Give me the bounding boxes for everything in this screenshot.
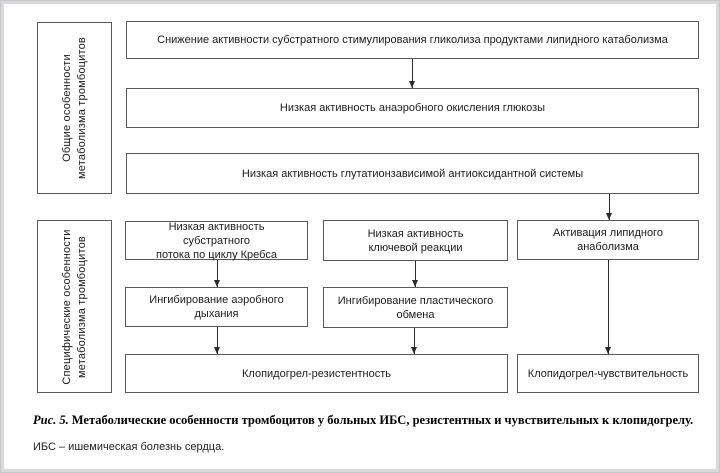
figure-caption-label: Рис. 5. bbox=[33, 413, 69, 427]
node-krebs-cycle-text: Низкая активность субстратного потока по… bbox=[156, 220, 277, 261]
figure-caption: Рис. 5.Метаболические особенности тромбо… bbox=[33, 413, 695, 428]
group-label-general-box: Общие особенности метаболизма тромбоцито… bbox=[37, 22, 112, 194]
arrow-plastic-to-resistance bbox=[411, 328, 417, 354]
node-glutathione-system: Низкая активность глутатионзависимой ант… bbox=[126, 153, 699, 194]
arrow-aerobic-to-resistance bbox=[214, 327, 220, 354]
node-krebs-cycle: Низкая активность субстратного потока по… bbox=[125, 220, 308, 261]
node-plastic-inhibition-text: Ингибирование пластического обмена bbox=[337, 294, 494, 321]
node-lipid-anabolism: Активация липидного анаболизма bbox=[517, 220, 699, 260]
node-aerobic-inhibition-text: Ингибирование аэробного дыхания bbox=[149, 294, 284, 320]
arrow-step3-to-lipid-anabolism bbox=[606, 194, 612, 220]
arrow-keyreaction-to-plastic bbox=[412, 261, 418, 287]
node-aerobic-inhibition: Ингибирование аэробного дыхания bbox=[125, 287, 308, 327]
node-glycolysis-stimulation: Снижение активности субстратного стимули… bbox=[126, 21, 699, 59]
node-lipid-anabolism-text: Активация липидного анаболизма bbox=[553, 227, 663, 253]
node-glutathione-system-text: Низкая активность глутатионзависимой ант… bbox=[241, 167, 584, 180]
figure-caption-text: Метаболические особенности тромбоцитов у… bbox=[71, 413, 694, 427]
node-clopidogrel-resistance-text: Клопидогрел-резистентность bbox=[242, 367, 391, 380]
node-anaerobic-oxidation-text: Низкая активность анаэробного окисления … bbox=[279, 102, 546, 114]
node-key-reaction: Низкая активность ключевой реакции bbox=[323, 220, 508, 261]
arrow-lipid-to-sensitivity bbox=[605, 260, 611, 354]
node-clopidogrel-sensitivity-text: Клопидогрел-чувствительность bbox=[527, 367, 689, 380]
group-label-specific-text: Специфические особенности метаболизма тр… bbox=[60, 228, 88, 385]
node-plastic-inhibition: Ингибирование пластического обмена bbox=[323, 287, 508, 328]
group-label-specific-box: Специфические особенности метаболизма тр… bbox=[37, 220, 112, 393]
node-anaerobic-oxidation: Низкая активность анаэробного окисления … bbox=[126, 88, 699, 128]
arrow-krebs-to-aerobic bbox=[214, 260, 220, 287]
node-clopidogrel-sensitivity: Клопидогрел-чувствительность bbox=[517, 354, 699, 393]
node-glycolysis-stimulation-text: Снижение активности субстратного стимули… bbox=[157, 34, 668, 46]
group-label-general-text: Общие особенности метаболизма тромбоцито… bbox=[60, 37, 88, 179]
node-clopidogrel-resistance: Клопидогрел-резистентность bbox=[125, 354, 508, 393]
node-key-reaction-text: Низкая активность ключевой реакции bbox=[367, 227, 464, 254]
arrow-step1-to-step2 bbox=[409, 59, 415, 88]
figure-footnote: ИБС – ишемическая болезнь сердца. bbox=[33, 441, 225, 453]
